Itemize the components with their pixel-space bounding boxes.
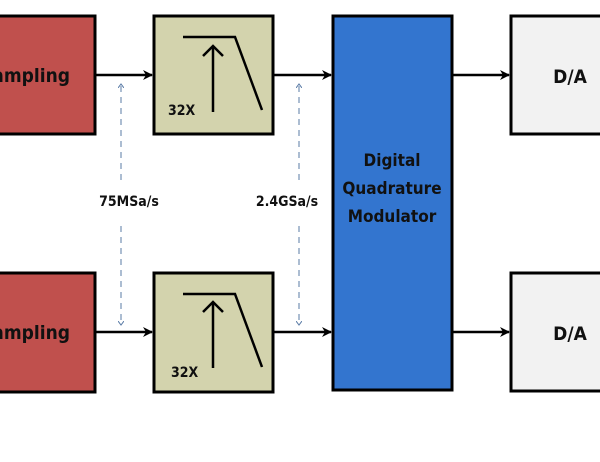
output-rate-label: 2.4GSa/s bbox=[256, 194, 318, 210]
top-filter-label: 32X bbox=[168, 103, 196, 119]
top-sampling-label: ampling bbox=[0, 65, 70, 87]
bottom-filter-label: 32X bbox=[171, 365, 199, 381]
lowpass-response-icon bbox=[183, 292, 264, 368]
top-filter-block: 32X bbox=[152, 14, 275, 136]
bottom-sampling-label: ampling bbox=[0, 322, 70, 344]
modulator-line2: Quadrature bbox=[342, 179, 441, 199]
bottom-sampling-block: ampling bbox=[0, 271, 97, 394]
modulator-block: Digital Quadrature Modulator bbox=[331, 14, 454, 392]
input-rate-label: 75MSa/s bbox=[99, 194, 159, 210]
input-rate-marker: 75MSa/s bbox=[99, 84, 159, 325]
top-dac-label: D/A bbox=[553, 66, 587, 88]
lowpass-response-icon bbox=[183, 35, 264, 111]
modulator-line3: Modulator bbox=[348, 207, 437, 227]
output-rate-marker: 2.4GSa/s bbox=[256, 84, 318, 325]
bottom-dac-block: D/A bbox=[509, 271, 600, 393]
bottom-dac-label: D/A bbox=[553, 323, 587, 345]
bottom-filter-block: 32X bbox=[152, 271, 275, 394]
top-sampling-block: ampling bbox=[0, 14, 97, 136]
modulator-line1: Digital bbox=[364, 151, 421, 171]
top-dac-block: D/A bbox=[509, 14, 600, 136]
